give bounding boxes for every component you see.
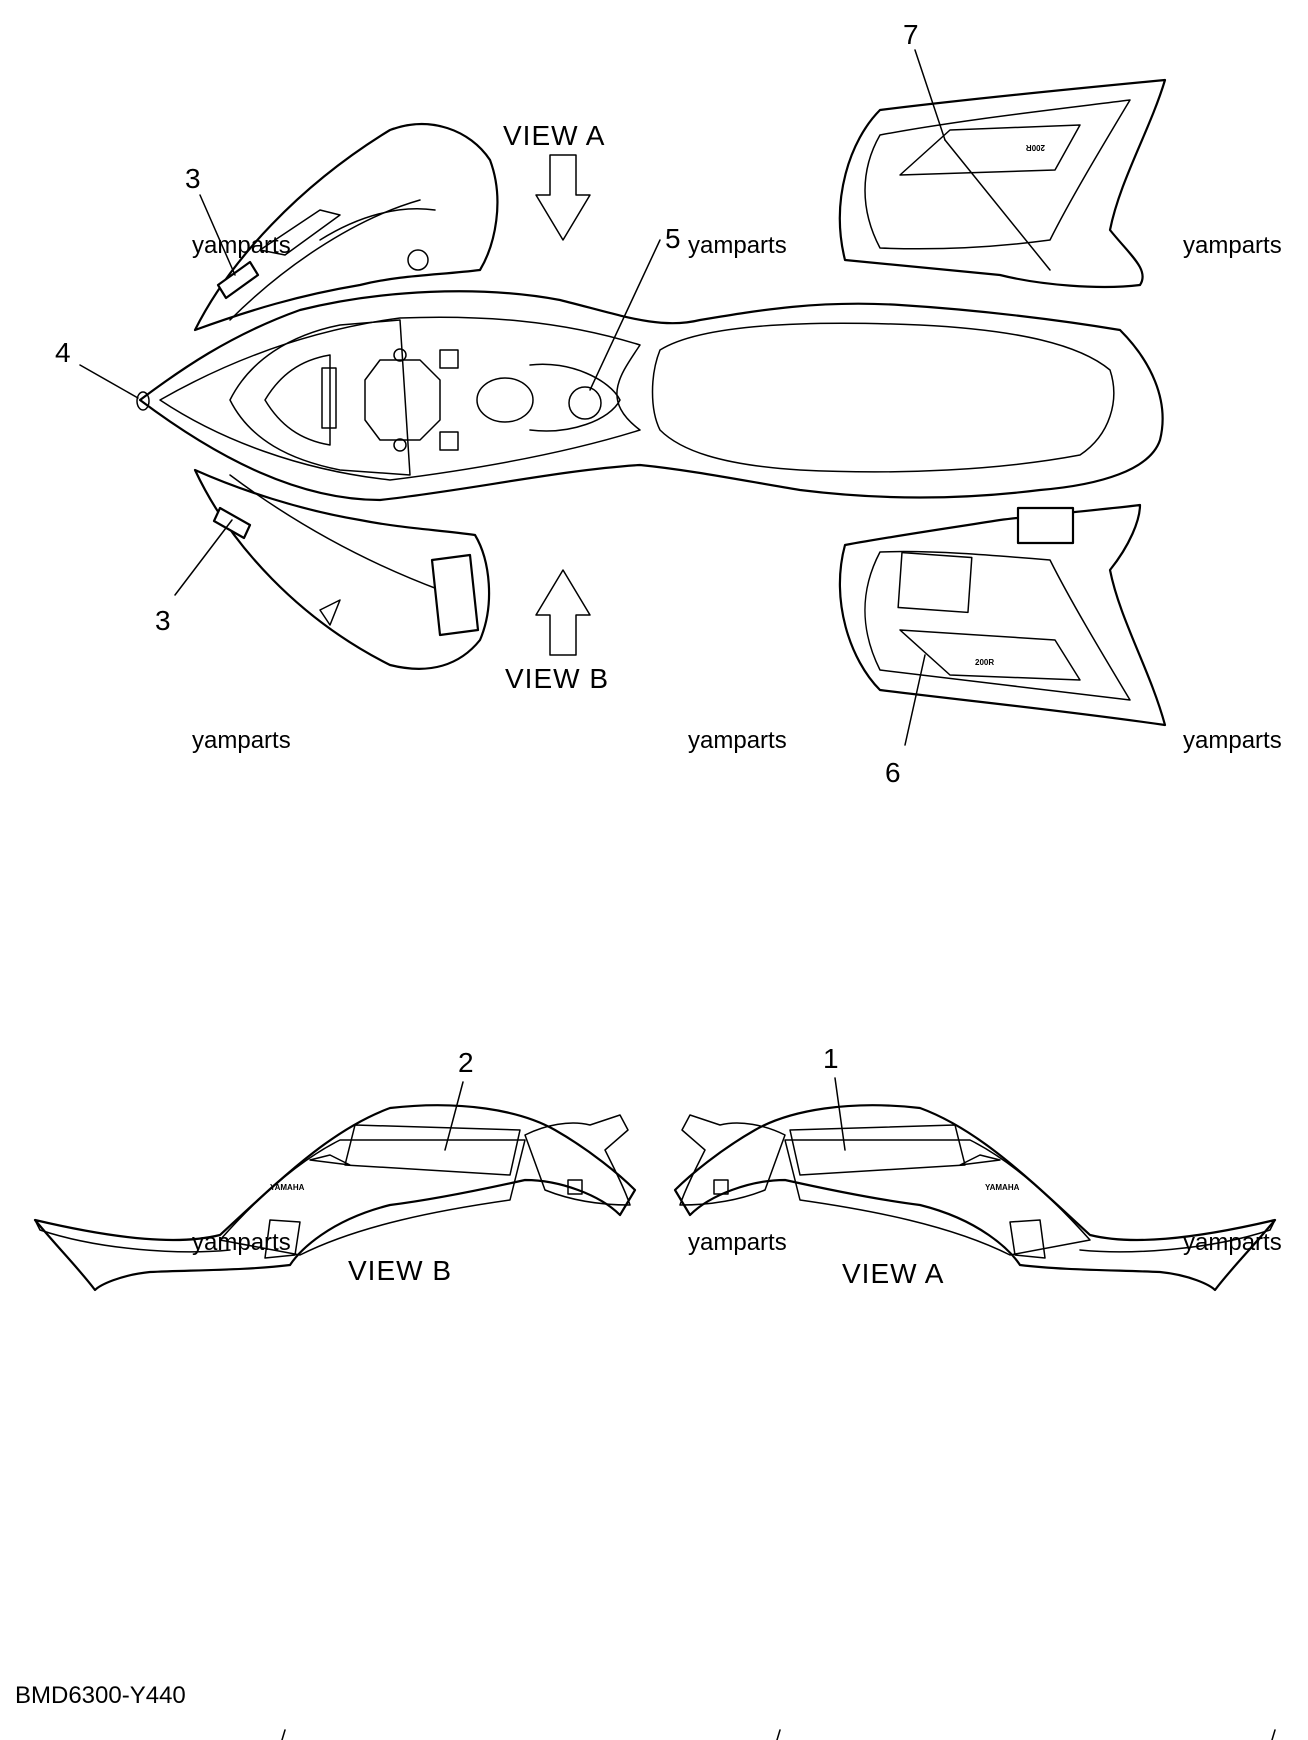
decal-3-lower xyxy=(212,506,252,540)
svg-text:200R: 200R xyxy=(1026,143,1045,152)
callout-5: 5 xyxy=(665,223,681,254)
main-body xyxy=(138,290,1164,502)
rear-fender-lower xyxy=(838,503,1167,727)
callout-7: 7 xyxy=(903,19,919,50)
view-a-arrow xyxy=(535,154,591,241)
watermark: yamparts xyxy=(1183,727,1282,754)
svg-text:YAMAHA: YAMAHA xyxy=(985,1183,1020,1192)
rear-fender-upper xyxy=(838,78,1167,289)
decal-7-panel xyxy=(899,124,1081,176)
watermark: yamparts xyxy=(1183,232,1282,259)
decal-1-panel xyxy=(789,1124,966,1176)
callout-2: 2 xyxy=(458,1047,474,1078)
svg-text:200R: 200R xyxy=(975,658,994,667)
callout-3-upper: 3 xyxy=(185,163,201,194)
front-fender-upper xyxy=(193,123,499,332)
decal-3-upper xyxy=(216,260,260,300)
callout-3-lower: 3 xyxy=(155,605,171,636)
watermark: yamparts xyxy=(192,727,291,754)
nose-emblem xyxy=(136,391,150,411)
watermark: yamparts xyxy=(192,1229,291,1256)
side-view-b: YAMAHA xyxy=(33,1104,637,1292)
view-a-label-top: VIEW A xyxy=(503,120,605,151)
callout-1: 1 xyxy=(823,1043,839,1074)
watermark: yamparts xyxy=(688,1229,787,1256)
fuel-cap xyxy=(568,386,602,420)
watermark: yamparts xyxy=(688,232,787,259)
svg-text:YAMAHA: YAMAHA xyxy=(270,1183,305,1192)
front-fender-lower xyxy=(193,468,491,670)
watermark: yamparts xyxy=(688,727,787,754)
atv-top-view: 200R 200R xyxy=(136,78,1167,727)
view-b-arrow xyxy=(535,569,591,656)
view-a-label-bottom: VIEW A xyxy=(842,1258,944,1289)
callout-4: 4 xyxy=(55,337,71,368)
callout-6: 6 xyxy=(885,757,901,788)
watermark: yamparts xyxy=(1183,1229,1282,1256)
watermark: yamparts xyxy=(192,232,291,259)
decal-6-panel xyxy=(899,629,1081,681)
seat xyxy=(651,322,1115,473)
view-b-label-bottom: VIEW B xyxy=(348,1255,452,1286)
decal-2-panel xyxy=(344,1124,521,1176)
leader-lines-top xyxy=(79,49,1051,746)
diagram-code: BMD6300-Y440 xyxy=(15,1682,186,1709)
side-view-a: YAMAHA xyxy=(673,1104,1277,1292)
view-b-label-top: VIEW B xyxy=(505,663,609,694)
